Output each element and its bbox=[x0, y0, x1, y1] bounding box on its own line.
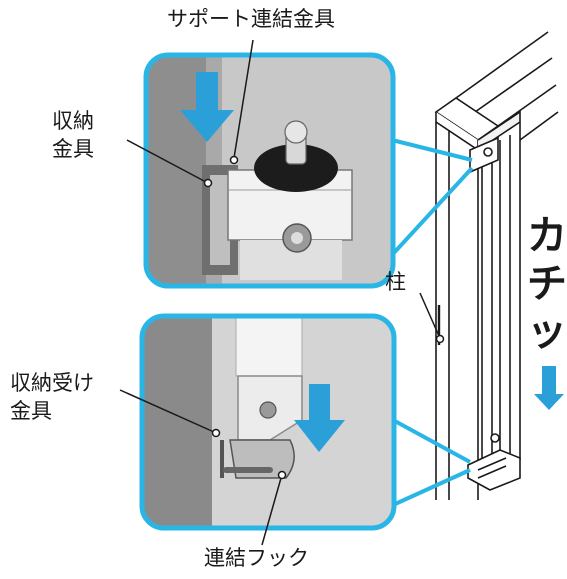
sound-char-chi: チ bbox=[527, 261, 567, 307]
sound-char-ka: カ bbox=[527, 213, 567, 259]
storage-bracket-label-line2: 金具 bbox=[52, 137, 94, 161]
post-label: 柱 bbox=[385, 270, 406, 294]
bottom-callout bbox=[139, 313, 397, 531]
top-callout bbox=[143, 52, 396, 289]
storage-receiver-label-line1: 収納受け bbox=[10, 371, 94, 395]
leader-lines bbox=[119, 39, 445, 546]
support-bracket-label: サポート連結金具 bbox=[167, 7, 335, 31]
callout-connectors bbox=[390, 138, 474, 507]
sound-char-tsu: ッ bbox=[527, 309, 567, 355]
down-arrow-icon bbox=[534, 366, 564, 410]
storage-receiver-label-line2: 金具 bbox=[10, 399, 52, 423]
storage-bracket-label-line1: 収納 bbox=[52, 109, 94, 133]
connecting-hook-label: 連結フック bbox=[204, 546, 309, 570]
